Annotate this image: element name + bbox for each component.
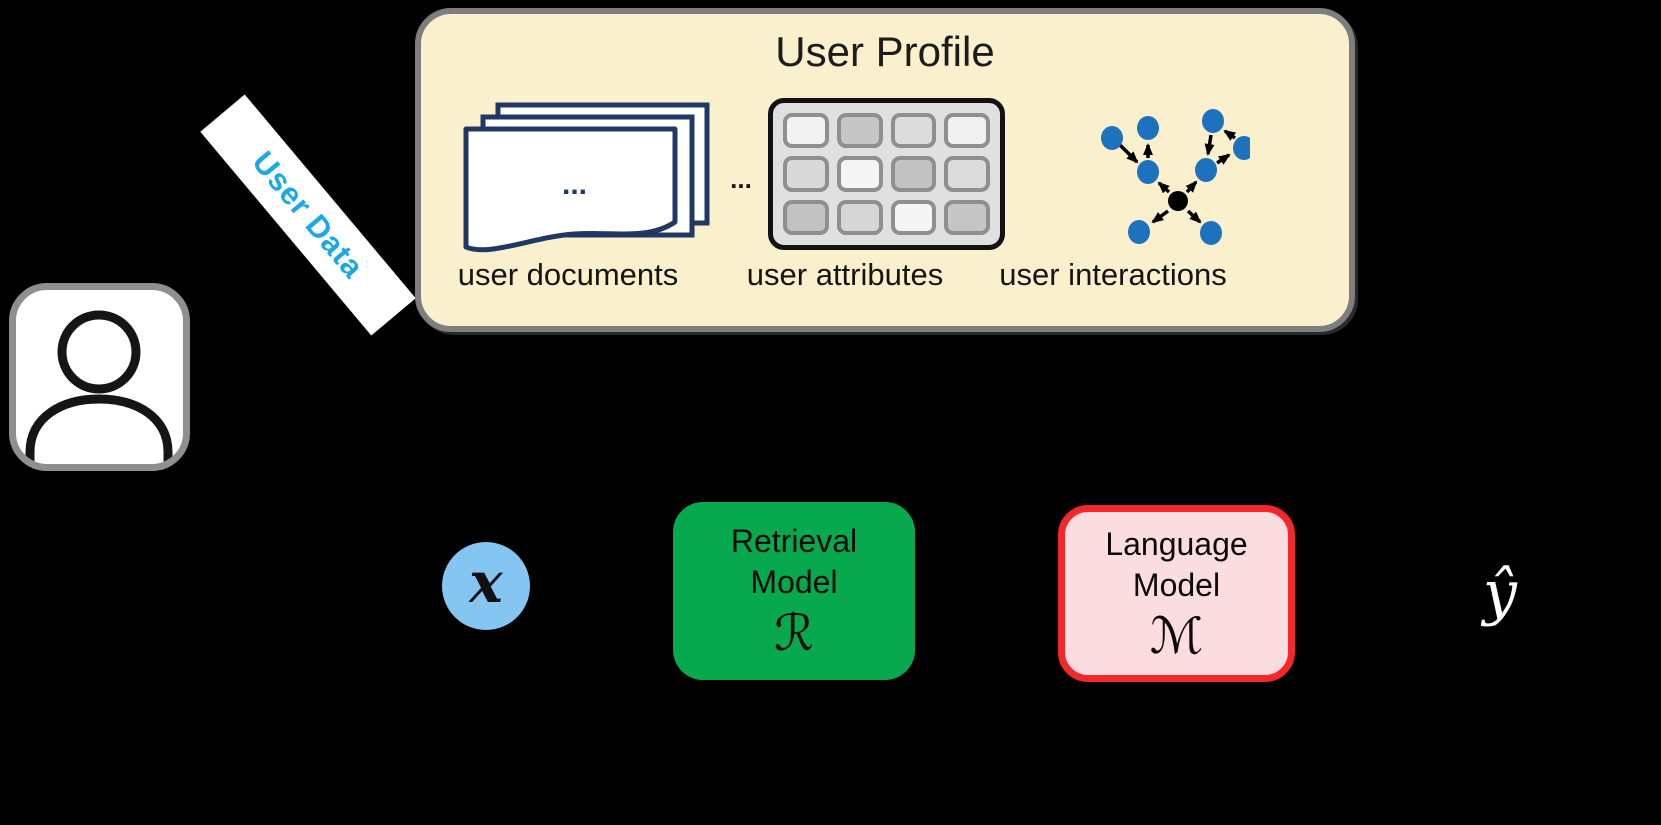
user-profile-panel: User Profile ... ... [415, 8, 1355, 332]
attribute-cell [783, 156, 829, 192]
user-data-ribbon: User Data [200, 94, 416, 336]
user-interactions-label: user interactions [999, 257, 1227, 292]
user-profile-title: User Profile [775, 28, 995, 75]
attribute-cell [836, 199, 883, 235]
language-model-line2: Model [1132, 566, 1221, 603]
attribute-cell [944, 113, 990, 149]
language-model-box: Language Model ℳ [1058, 505, 1295, 682]
retrieval-model-box: Retrieval Model ℛ [673, 502, 915, 680]
person-icon [25, 310, 173, 464]
items-separator: ... [730, 164, 752, 194]
interaction-hub-node [1168, 191, 1188, 211]
language-model-symbol: ℳ [1149, 606, 1204, 665]
attribute-cell [783, 199, 829, 235]
user-documents-label: user documents [457, 257, 679, 292]
attribute-cell [836, 113, 883, 149]
attribute-cell [890, 113, 937, 149]
user-attributes-grid [768, 98, 1005, 250]
user-avatar [9, 283, 190, 471]
user-attributes-label: user attributes [746, 257, 944, 292]
input-x-node: x [442, 542, 530, 630]
attribute-cell [836, 156, 883, 192]
attribute-cell [944, 156, 990, 192]
user-data-label: User Data [245, 144, 372, 285]
documents-ellipsis: ... [562, 168, 587, 201]
input-x-symbol: x [469, 550, 503, 616]
retrieval-model-line2: Model [750, 564, 838, 600]
output-y-hat: ŷ [1483, 557, 1517, 628]
user-documents-icon: ... [463, 102, 710, 253]
attribute-cell [944, 199, 990, 235]
user-interactions-icon [1101, 109, 1250, 245]
attribute-cell [783, 113, 829, 149]
retrieval-model-line1: Retrieval [730, 523, 858, 559]
attribute-cell [890, 199, 937, 235]
retrieval-model-symbol: ℛ [774, 604, 814, 662]
interaction-nodes [1101, 109, 1250, 245]
attribute-cell [890, 156, 937, 192]
language-model-line1: Language [1105, 525, 1248, 562]
